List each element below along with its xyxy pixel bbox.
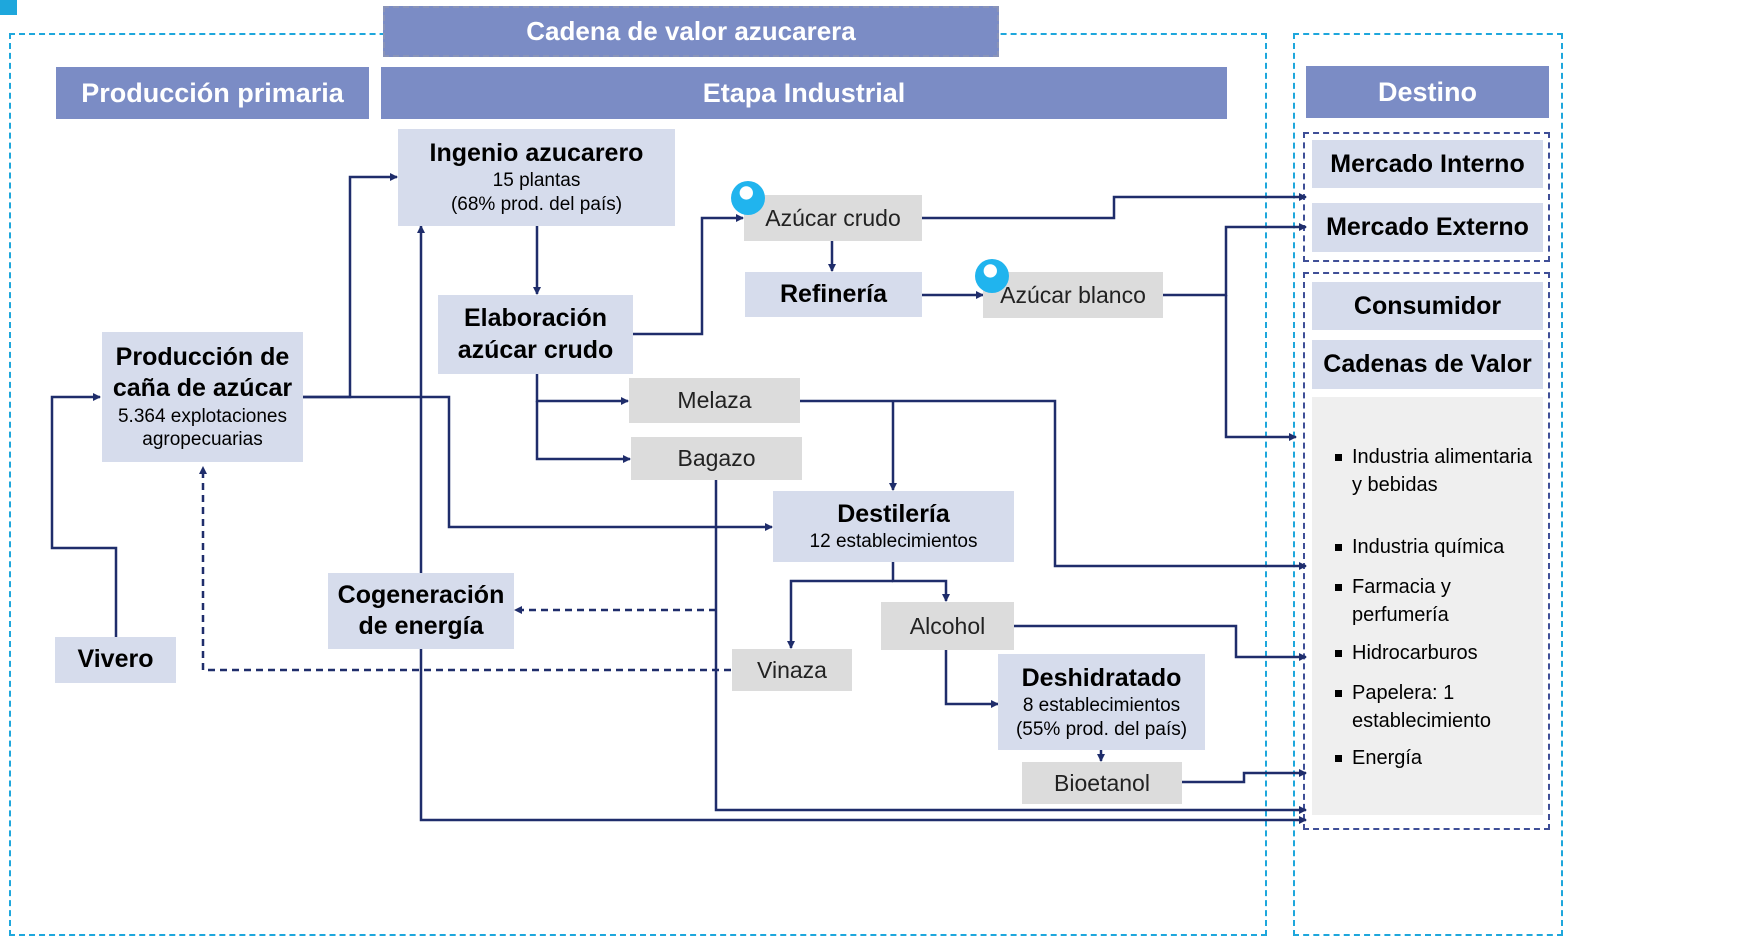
node-ingenio-line2: (68% prod. del país) [450, 194, 623, 216]
node-deshidratado-title: Deshidratado [1021, 663, 1182, 692]
node-bioetanol: Bioetanol [1022, 762, 1182, 804]
section-header-destination: Destino [1306, 66, 1549, 118]
consumer-group-frame [1303, 272, 1550, 830]
node-destileria: Destilería 12 establecimientos [773, 491, 1014, 562]
node-elaboracion-line2: azúcar crudo [457, 335, 614, 364]
dest-consumidor: Consumidor [1312, 282, 1543, 330]
node-cogeneracion-line1: Cogeneración [337, 580, 505, 609]
node-elaboracion-line1: Elaboración [463, 304, 608, 333]
node-azucar-blanco: Azúcar blanco [983, 272, 1163, 318]
arrow-vivero-to-produccion [50, 393, 118, 637]
node-destileria-line1: 12 establecimientos [809, 531, 978, 553]
arrow-azucar-blanco-to-mercado-externo [1163, 223, 1307, 297]
section-header-industrial: Etapa Industrial [381, 67, 1227, 119]
node-ingenio-title: Ingenio azucarero [429, 139, 644, 168]
dest-mercado-externo: Mercado Externo [1312, 203, 1543, 252]
arrow-vinaza-to-produccion [199, 466, 731, 672]
arrow-melaza-to-industria [800, 399, 1307, 570]
node-elaboracion: Elaboración azúcar crudo [438, 295, 633, 374]
arrow-destileria-to-alcohol [891, 562, 950, 602]
arrow-cogeneracion-to-energia [419, 649, 1307, 824]
list-item: Industria alimentaria y bebidas [1335, 443, 1537, 499]
industry-list: Industria alimentaria y bebidas Industri… [1312, 397, 1543, 815]
list-item: Industria química [1335, 533, 1537, 561]
node-deshidratado-line1: 8 establecimientos [1022, 694, 1181, 716]
node-deshidratado-line2: (55% prod. del país) [1015, 718, 1188, 740]
node-cogeneracion-line2: de energía [358, 612, 484, 640]
dest-mercado-interno: Mercado Interno [1312, 140, 1543, 188]
arrow-elaboracion-to-azucar-crudo [633, 214, 744, 336]
node-refineria-label: Refinería [780, 279, 887, 308]
node-refineria: Refinería [745, 272, 922, 317]
page-title: Cadena de valor azucarera [383, 6, 999, 57]
node-produccion-line1: Producción de [115, 343, 290, 371]
node-bagazo: Bagazo [631, 437, 802, 480]
destination-frame [1293, 33, 1563, 936]
arrow-bioetanol-to-energia [1182, 769, 1307, 784]
list-item: Farmacia y perfumería [1335, 573, 1537, 629]
arrow-destileria-to-vinaza [787, 579, 893, 649]
node-cogeneracion: Cogeneración de energía [328, 573, 514, 649]
node-vinaza: Vinaza [732, 649, 852, 691]
node-vivero-label: Vivero [77, 645, 154, 674]
arrow-azucar-blanco-to-consumidor [1224, 295, 1297, 441]
highlight-marker-icon [731, 181, 765, 215]
node-produccion-cana: Producción de caña de azúcar 5.364 explo… [102, 332, 303, 462]
arrow-elaboracion-to-melaza [535, 374, 629, 405]
node-melaza: Melaza [629, 378, 800, 423]
arrow-produccion-to-destileria [303, 395, 773, 531]
arrow-azucar-crudo-to-mercado-interno [922, 193, 1307, 220]
arrow-elaboracion-to-bagazo [535, 401, 631, 463]
list-item: Hidrocarburos [1335, 639, 1537, 667]
node-ingenio-line1: 15 plantas [492, 170, 581, 192]
dest-cadenas-valor: Cadenas de Valor [1312, 340, 1543, 389]
node-alcohol: Alcohol [881, 602, 1014, 650]
node-produccion-line3: 5.364 explotaciones [117, 405, 287, 427]
list-item: Energía [1335, 744, 1537, 772]
node-produccion-line2: caña de azúcar [112, 374, 293, 403]
section-header-primary: Producción primaria [56, 67, 369, 119]
arrow-bagazo-to-energia [714, 480, 1307, 814]
corner-marker [0, 0, 17, 15]
highlight-marker-icon [975, 259, 1009, 293]
arrow-alcohol-to-deshidratado [944, 650, 999, 708]
node-vivero: Vivero [55, 637, 176, 683]
arrow-alcohol-to-hidrocarburos [1014, 624, 1307, 661]
node-azucar-crudo: Azúcar crudo [744, 195, 922, 241]
node-deshidratado: Deshidratado 8 establecimientos (55% pro… [998, 654, 1205, 750]
node-produccion-line4: agropecuarias [142, 429, 263, 451]
arrow-produccion-to-ingenio [303, 173, 398, 399]
list-item: Papelera: 1 establecimiento [1335, 679, 1537, 735]
node-ingenio: Ingenio azucarero 15 plantas (68% prod. … [398, 129, 675, 226]
node-destileria-title: Destilería [837, 500, 950, 528]
